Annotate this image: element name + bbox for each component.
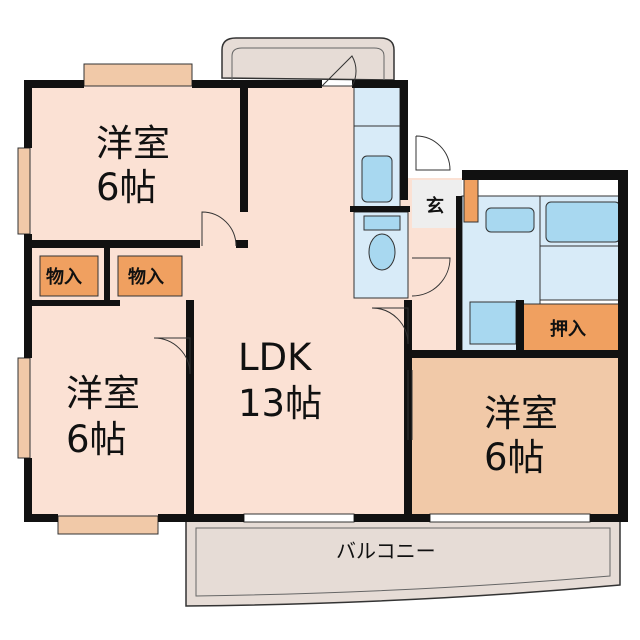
oshiire-label: 押入 [550,318,586,340]
closet-middle-box [117,255,183,297]
entrance-floor [412,180,462,228]
washing-machine [469,301,517,345]
shoe-cabinet [463,177,479,223]
window-left-bottom [17,357,31,459]
closet-left-box [39,255,99,297]
window-top-left [83,63,193,87]
upper-balcony [221,37,395,81]
window-bottom-left [57,515,159,535]
wash-basin [485,207,535,233]
ldk-name: LDK [238,336,313,379]
room-right-floor [408,354,626,516]
ldk-balcony-window [243,513,355,523]
toilet-bowl [368,233,396,271]
balcony-label: バルコニー [336,539,436,563]
kitchen-sink [361,155,393,203]
oshiire-box [521,303,627,355]
bathtub [545,201,621,243]
room-right-balcony-window [429,513,591,523]
balcony [185,517,621,607]
toilet-tank [363,215,401,231]
ldk-upper-floor [244,86,354,246]
room-right-size: 6帖 [484,436,545,479]
room-right-name: 洋室 [484,392,558,435]
closet-middle-label: 物入 [128,266,164,288]
room-top-left-name: 洋室 [96,122,170,165]
closet-left-label: 物入 [46,266,82,288]
window-left-top [17,147,31,235]
room-top-left-size: 6帖 [96,166,157,209]
balcony-inner-rail [195,527,611,597]
door-swings [153,55,451,440]
ldk-size: 13帖 [238,382,322,425]
room-bottom-left-name: 洋室 [66,372,140,415]
upper-balcony-inner [231,47,385,80]
room-bottom-left-size: 6帖 [66,418,127,461]
entrance-label: 玄 [426,195,444,217]
